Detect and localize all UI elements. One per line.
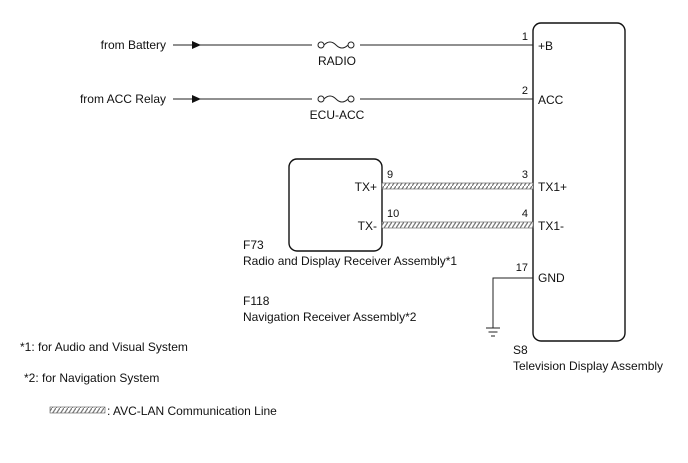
- receiver-box: [288, 158, 383, 252]
- note-1: *1: for Audio and Visual System: [20, 340, 188, 354]
- avc-lan-line-tx-minus: [381, 221, 534, 229]
- tv-pin-2-number: 2: [522, 85, 528, 97]
- avc-lan-line-tx-plus: [381, 182, 534, 190]
- tv-pin-3-name: TX1+: [538, 180, 567, 194]
- tv-display-box: [532, 22, 626, 342]
- fuse-icon: [312, 94, 360, 104]
- tv-pin-3-number: 3: [522, 169, 528, 181]
- tv-pin-17-number: 17: [516, 262, 528, 274]
- receiver-name-f118: Navigation Receiver Assembly*2: [243, 310, 417, 324]
- tv-pin-4-number: 4: [522, 208, 528, 220]
- receiver-pin-10-name: TX-: [358, 219, 377, 233]
- battery-line: [173, 40, 533, 50]
- arrow-right-icon: [192, 41, 201, 49]
- tv-display-name: Television Display Assembly: [513, 359, 663, 373]
- tv-pin-4-name: TX1-: [538, 219, 564, 233]
- fuse-radio-label: RADIO: [318, 54, 356, 68]
- source-battery-label: from Battery: [101, 38, 166, 52]
- ground-line: [486, 277, 533, 337]
- ground-icon: [486, 327, 500, 337]
- tv-pin-2-name: ACC: [538, 93, 564, 107]
- legend-avc-lan-label: : AVC-LAN Communication Line: [107, 404, 277, 418]
- arrow-right-icon: [192, 95, 201, 103]
- receiver-pin-9-number: 9: [387, 169, 393, 181]
- receiver-name-f73: Radio and Display Receiver Assembly*1: [243, 254, 457, 268]
- receiver-pin-10-number: 10: [387, 208, 399, 220]
- source-acc-relay-label: from ACC Relay: [80, 92, 166, 106]
- tv-pin-1-name: +B: [538, 39, 553, 53]
- acc-line: [173, 94, 533, 104]
- tv-display-code: S8: [513, 343, 528, 357]
- receiver-pin-9-name: TX+: [355, 180, 377, 194]
- receiver-code-f73: F73: [243, 238, 264, 252]
- legend-avc-lan-sample: [49, 406, 106, 414]
- fuse-ecu-acc-label: ECU-ACC: [310, 108, 365, 122]
- receiver-code-f118: F118: [243, 294, 270, 308]
- tv-pin-1-number: 1: [522, 31, 528, 43]
- note-2: *2: for Navigation System: [24, 371, 159, 385]
- fuse-icon: [312, 40, 360, 50]
- tv-pin-17-name: GND: [538, 271, 565, 285]
